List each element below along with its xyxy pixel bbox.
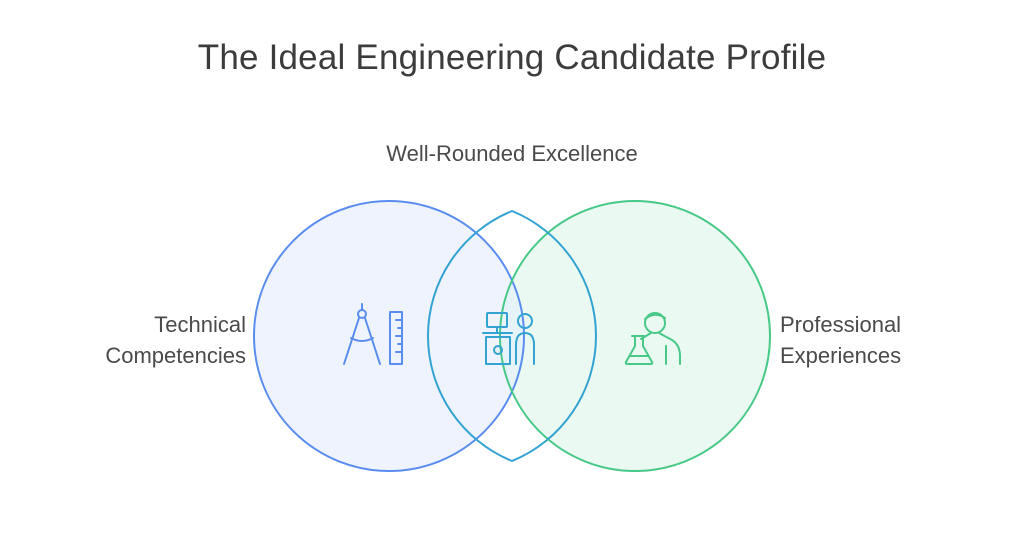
right-set-label: Professional Experiences [780, 309, 901, 371]
left-set-label-line2: Competencies [105, 343, 246, 368]
left-set-label: Technical Competencies [105, 309, 246, 371]
overlap-outline [426, 209, 598, 463]
right-set-label-line2: Experiences [780, 343, 902, 368]
left-set-label-line1: Technical [154, 312, 246, 337]
left-set-outline [253, 200, 525, 472]
right-set-label-line1: Professional [780, 312, 902, 337]
engineer-workstation-icon [482, 312, 535, 365]
drafting-tools-icon [343, 303, 403, 365]
scientist-icon [624, 312, 681, 365]
intersection-label: Well-Rounded Excellence [386, 141, 638, 166]
diagram-title: The Ideal Engineering Candidate Profile [197, 38, 827, 77]
